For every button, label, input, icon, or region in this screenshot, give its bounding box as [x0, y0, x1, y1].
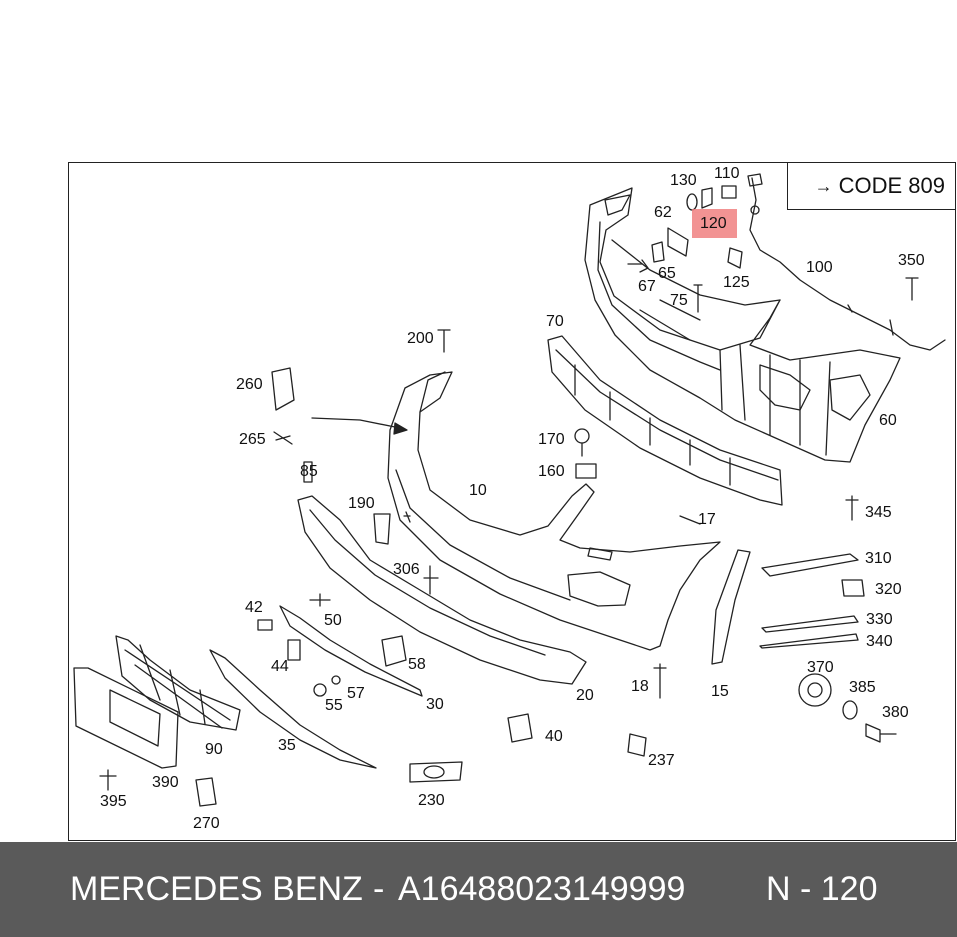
code-label: CODE 809 — [838, 173, 945, 198]
lower-spoiler-20 — [297, 495, 587, 685]
callout-390: 390 — [152, 774, 179, 791]
callout-130: 130 — [670, 172, 697, 189]
callout-18: 18 — [631, 678, 649, 695]
callout-40: 40 — [545, 728, 563, 745]
pointer-arrow — [311, 417, 408, 435]
grille-90 — [115, 635, 241, 731]
impact-absorber-70 — [547, 335, 783, 506]
wiring-harness-100 — [747, 173, 946, 351]
arrow-right-icon: → — [814, 175, 833, 196]
callout-350: 350 — [898, 252, 925, 269]
callout-370: 370 — [807, 659, 834, 676]
callout-265: 265 — [239, 431, 266, 448]
bumper-carrier-60 — [584, 187, 901, 463]
callout-30: 30 — [426, 696, 444, 713]
callout-65: 65 — [658, 265, 676, 282]
callout-55: 55 — [325, 697, 343, 714]
callout-330: 330 — [866, 611, 893, 628]
callout-160: 160 — [538, 463, 565, 480]
callout-170: 170 — [538, 431, 565, 448]
callout-306: 306 — [393, 561, 420, 578]
callout-35: 35 — [278, 737, 296, 754]
callout-110: 110 — [714, 165, 740, 182]
parts-diagram-drawing — [73, 173, 946, 807]
callout-42: 42 — [245, 599, 263, 616]
callout-70: 70 — [546, 313, 564, 330]
callout-67: 67 — [638, 278, 656, 295]
callout-320: 320 — [875, 581, 902, 598]
callout-120: 120 — [700, 215, 727, 232]
callout-380: 380 — [882, 704, 909, 721]
trim-strip-15 — [711, 549, 751, 665]
callout-345: 345 — [865, 504, 892, 521]
side-strips — [759, 553, 865, 649]
highlighted-part-marker — [692, 209, 737, 238]
callout-60: 60 — [879, 412, 897, 429]
bumper-cover-10 — [387, 371, 721, 651]
code-box: → CODE 809 — [787, 162, 956, 210]
footer-part-number: A16488023149999 — [398, 870, 686, 908]
fan-parts — [798, 673, 897, 743]
moulding-30 — [279, 605, 423, 697]
footer-brand: MERCEDES BENZ — [70, 870, 363, 908]
callout-85: 85 — [300, 463, 318, 480]
callout-100: 100 — [806, 259, 833, 276]
callout-200: 200 — [407, 330, 434, 347]
callout-260: 260 — [236, 376, 263, 393]
callout-57: 57 — [347, 685, 365, 702]
grille-strip-35 — [209, 649, 377, 769]
callout-385: 385 — [849, 679, 876, 696]
callout-190: 190 — [348, 495, 375, 512]
callout-75: 75 — [670, 292, 688, 309]
callout-62: 62 — [654, 204, 672, 221]
footer-separator: - — [373, 870, 385, 908]
callout-15: 15 — [711, 683, 729, 700]
callout-310: 310 — [865, 550, 892, 567]
callout-125: 125 — [723, 274, 750, 291]
callout-237: 237 — [648, 752, 675, 769]
callout-58: 58 — [408, 656, 426, 673]
fasteners — [99, 329, 859, 807]
sensor-parts-upper — [627, 185, 919, 313]
footer-page-ref: N - 120 — [766, 870, 878, 908]
callout-90: 90 — [205, 741, 223, 758]
callout-10: 10 — [469, 482, 487, 499]
callout-340: 340 — [866, 633, 893, 650]
callout-17: 17 — [698, 511, 716, 528]
callout-50: 50 — [324, 612, 342, 629]
parts-diagram-frame — [68, 162, 956, 841]
callout-230: 230 — [418, 792, 445, 809]
callout-395: 395 — [100, 793, 127, 810]
footer-caption: MERCEDES BENZ - A16488023149999 N - 120 — [0, 842, 957, 937]
callout-44: 44 — [271, 658, 289, 675]
callout-270: 270 — [193, 815, 220, 832]
callout-20: 20 — [576, 687, 594, 704]
plate-holder-390 — [73, 667, 179, 769]
